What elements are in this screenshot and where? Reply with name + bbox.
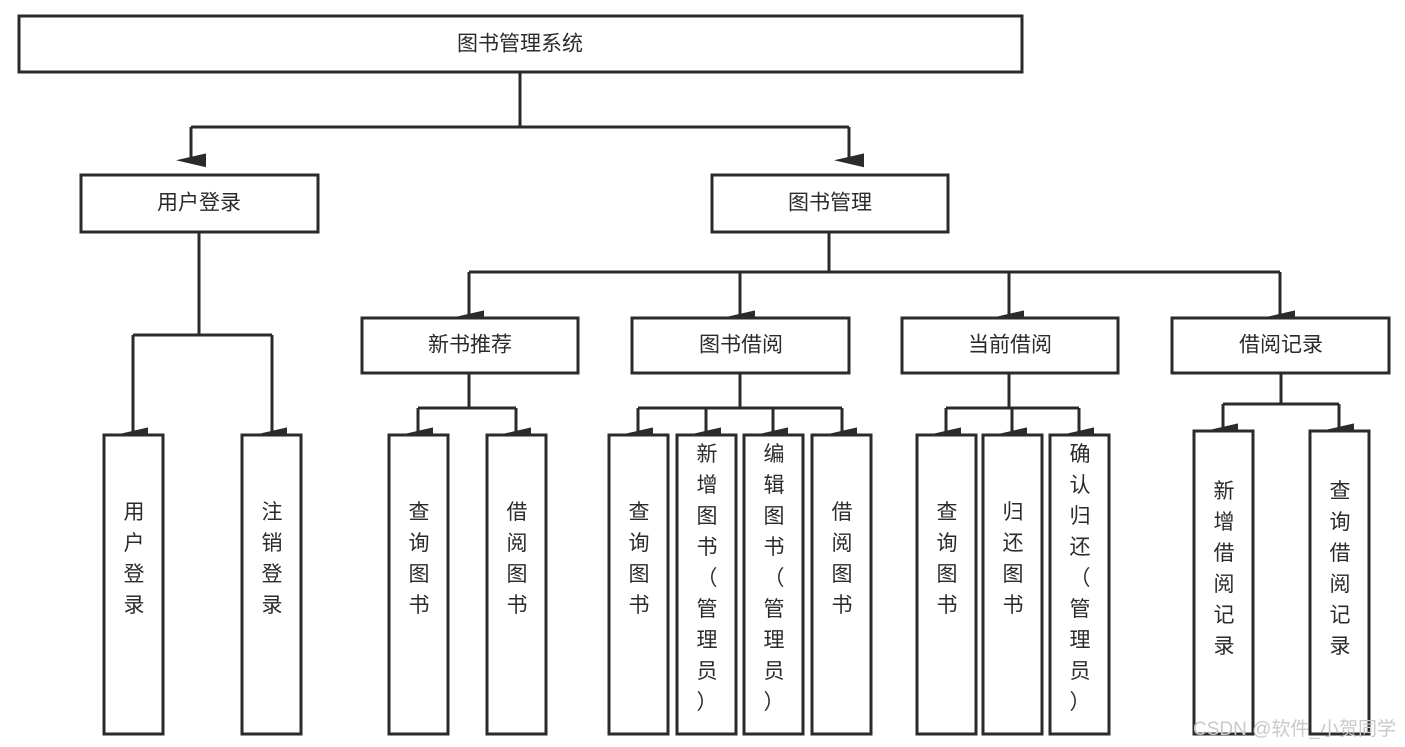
node-record-box[interactable] — [1170, 316, 1391, 375]
connector-group-bookmgmt — [454, 233, 1295, 325]
node-current-box[interactable] — [900, 316, 1120, 375]
node-leaf3-label: 查询图书 — [409, 501, 430, 617]
node-login-box[interactable] — [79, 173, 320, 234]
node-leaf4[interactable]: 借阅图书 — [485, 433, 548, 736]
node-bookmgmt[interactable]: 图书管理 — [710, 173, 950, 234]
connector-group-login — [118, 233, 287, 442]
node-root[interactable]: 图书管理系统 — [17, 14, 1024, 74]
node-login-label: 用户登录 — [157, 192, 241, 215]
node-leaf11-box[interactable] — [1048, 433, 1111, 736]
node-borrow-label: 图书借阅 — [699, 334, 783, 357]
node-borrow[interactable]: 图书借阅 — [630, 316, 851, 375]
node-leaf7[interactable]: 编辑图书（管理员） — [742, 433, 805, 736]
node-leaf2-box[interactable] — [240, 433, 303, 736]
node-leaf8-box[interactable] — [810, 433, 873, 736]
node-leaf1-box[interactable] — [102, 433, 165, 736]
connector-group-newbook — [403, 373, 531, 442]
node-leaf3-box[interactable] — [387, 433, 450, 736]
node-leaf11-label: 确认归还（管理员） — [1070, 443, 1091, 714]
node-leaf9-label: 查询图书 — [937, 501, 958, 617]
node-leaf12[interactable]: 新增借阅记录 — [1192, 429, 1255, 736]
node-leaf12-box[interactable] — [1192, 429, 1255, 736]
node-leaf10-box[interactable] — [981, 433, 1044, 736]
csdn-watermark: CSDN @软件_小贺同学 — [1193, 718, 1396, 740]
node-leaf8-label: 借阅图书 — [832, 501, 853, 617]
node-leaf4-box[interactable] — [485, 433, 548, 736]
node-leaf12-label: 新增借阅记录 — [1214, 480, 1235, 658]
node-newbook-box[interactable] — [360, 316, 580, 375]
node-leaf2-label: 注销登录 — [262, 501, 283, 617]
node-leaf6-label: 新增图书（管理员） — [697, 443, 718, 714]
node-leaf10[interactable]: 归还图书 — [981, 433, 1044, 736]
node-leaf13[interactable]: 查询借阅记录 — [1308, 429, 1371, 736]
connector-group-record — [1208, 373, 1354, 438]
node-root-box[interactable] — [17, 14, 1024, 74]
node-record-label: 借阅记录 — [1239, 334, 1323, 357]
node-leaf5[interactable]: 查询图书 — [607, 433, 670, 736]
node-newbook-label: 新书推荐 — [428, 334, 512, 357]
node-leaf9[interactable]: 查询图书 — [915, 433, 978, 736]
node-leaf2[interactable]: 注销登录 — [240, 433, 303, 736]
node-leaf13-box[interactable] — [1308, 429, 1371, 736]
node-leaf1-label: 用户登录 — [124, 501, 145, 617]
node-leaf1[interactable]: 用户登录 — [102, 433, 165, 736]
node-borrow-box[interactable] — [630, 316, 851, 375]
node-login[interactable]: 用户登录 — [79, 173, 320, 234]
node-newbook[interactable]: 新书推荐 — [360, 316, 580, 375]
node-leaf5-label: 查询图书 — [629, 501, 650, 617]
node-leaf13-label: 查询借阅记录 — [1330, 480, 1351, 658]
node-current-label: 当前借阅 — [968, 334, 1052, 357]
connector-group-current — [931, 373, 1094, 442]
node-leaf6[interactable]: 新增图书（管理员） — [675, 433, 738, 736]
node-root-label: 图书管理系统 — [457, 33, 583, 56]
node-bookmgmt-box[interactable] — [710, 173, 950, 234]
node-leaf9-box[interactable] — [915, 433, 978, 736]
node-leaf3[interactable]: 查询图书 — [387, 433, 450, 736]
connector-group-borrow — [623, 373, 857, 442]
node-leaf4-label: 借阅图书 — [507, 501, 528, 617]
node-leaf8[interactable]: 借阅图书 — [810, 433, 873, 736]
node-leaf7-box[interactable] — [742, 433, 805, 736]
connector-group-root — [176, 72, 864, 168]
node-leaf11[interactable]: 确认归还（管理员） — [1048, 433, 1111, 736]
node-leaf10-label: 归还图书 — [1003, 501, 1024, 617]
node-leaf5-box[interactable] — [607, 433, 670, 736]
node-bookmgmt-label: 图书管理 — [788, 192, 872, 215]
node-leaf7-label: 编辑图书（管理员） — [764, 443, 785, 714]
node-leaf6-box[interactable] — [675, 433, 738, 736]
node-current[interactable]: 当前借阅 — [900, 316, 1120, 375]
node-record[interactable]: 借阅记录 — [1170, 316, 1391, 375]
